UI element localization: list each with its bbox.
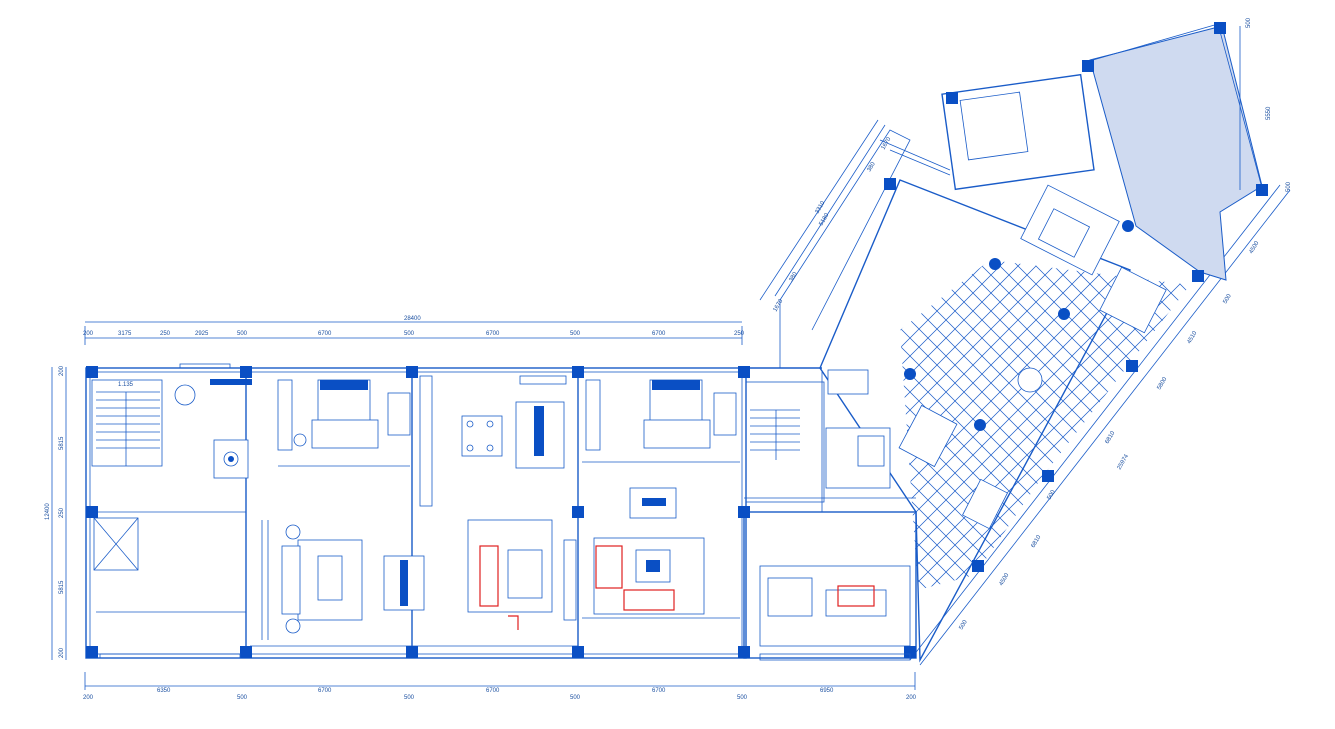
dim-upper-4: 380 bbox=[867, 161, 878, 173]
dim-upper-5: 1670 bbox=[881, 136, 893, 151]
overall-dim: 28400 bbox=[404, 316, 421, 322]
stair-left bbox=[96, 391, 160, 466]
tile-line bbox=[900, 260, 1031, 590]
dim-top-7: 6700 bbox=[486, 331, 500, 337]
dim-left-0: 200 bbox=[59, 365, 65, 376]
tile-line bbox=[969, 260, 1190, 590]
dim-diag-3: 5800 bbox=[1157, 376, 1169, 391]
tile-line bbox=[1240, 200, 1335, 620]
tile-line bbox=[900, 260, 1049, 590]
tile-line bbox=[1312, 200, 1335, 620]
tile-line bbox=[1294, 200, 1335, 620]
tile-line bbox=[1330, 200, 1335, 620]
tile-line bbox=[1149, 260, 1190, 590]
tile-line bbox=[900, 260, 1190, 590]
red-accent-marks bbox=[479, 545, 875, 630]
dim-diag-5: 25974 bbox=[1117, 453, 1131, 471]
dim-tower-1: 5550 bbox=[1266, 106, 1272, 120]
dim-left-1: 5815 bbox=[59, 436, 65, 450]
structural-columns bbox=[86, 22, 1268, 658]
tile-line bbox=[900, 260, 1085, 590]
dim-bottom-3: 6700 bbox=[318, 688, 332, 694]
dim-tower-0: 500 bbox=[1246, 17, 1252, 28]
bottom-dimension-chain: 200 6350 500 6700 500 6700 500 6700 500 … bbox=[83, 672, 917, 701]
dim-top-3: 2925 bbox=[195, 331, 209, 337]
tile-line bbox=[1294, 200, 1335, 620]
dim-bottom-2: 500 bbox=[237, 695, 248, 701]
dim-top-10: 250 bbox=[734, 331, 745, 337]
dim-diag-6: 500 bbox=[1047, 489, 1058, 501]
tile-line bbox=[900, 260, 1103, 590]
dim-top-8: 500 bbox=[570, 331, 581, 337]
tile-line bbox=[1240, 200, 1335, 620]
dim-bottom-9: 6950 bbox=[820, 688, 834, 694]
tile-line bbox=[1149, 260, 1190, 590]
dim-bottom-6: 500 bbox=[570, 695, 581, 701]
dim-top-5: 6700 bbox=[318, 331, 332, 337]
dim-bottom-0: 200 bbox=[83, 695, 94, 701]
dim-bottom-1: 6350 bbox=[157, 688, 171, 694]
angled-wing-walls bbox=[759, 23, 1291, 666]
tile-line bbox=[900, 260, 995, 590]
dim-left-2: 250 bbox=[59, 507, 65, 518]
tile-line bbox=[900, 260, 1067, 590]
stair-label: 1.135 bbox=[118, 382, 134, 388]
tile-line bbox=[1312, 200, 1335, 620]
tile-line bbox=[969, 260, 1190, 590]
tile-line bbox=[1222, 200, 1335, 620]
tile-line bbox=[1276, 200, 1335, 620]
tile-line bbox=[1330, 200, 1335, 620]
tile-line bbox=[16, 200, 436, 620]
dim-bottom-8: 500 bbox=[737, 695, 748, 701]
window-strips bbox=[99, 363, 911, 661]
tile-line bbox=[987, 260, 1190, 590]
tile-line bbox=[1258, 200, 1335, 620]
dim-diag-8: 4500 bbox=[999, 572, 1011, 587]
dim-left-4: 200 bbox=[59, 647, 65, 658]
tile-line bbox=[951, 260, 1190, 590]
dim-upper-1: 380 bbox=[789, 271, 800, 283]
tile-line bbox=[900, 260, 1190, 590]
tile-line bbox=[951, 260, 1190, 590]
dim-top-9: 6700 bbox=[652, 331, 666, 337]
dim-bottom-10: 200 bbox=[906, 695, 917, 701]
dim-left-3: 5815 bbox=[59, 580, 65, 594]
tile-line bbox=[987, 260, 1190, 590]
dim-diag-1: 500 bbox=[1223, 293, 1234, 305]
tile-line bbox=[900, 260, 1190, 590]
dim-diag-2: 4510 bbox=[1187, 330, 1199, 345]
furniture bbox=[174, 184, 1167, 634]
tile-line bbox=[900, 260, 1103, 590]
top-dimension-chain: 28400 200 3175 250 2925 500 6700 500 670… bbox=[83, 316, 745, 345]
dim-top-1: 3175 bbox=[118, 331, 132, 337]
dim-bottom-5: 6700 bbox=[486, 688, 500, 694]
dim-left-total: 12400 bbox=[45, 503, 51, 520]
dim-top-6: 500 bbox=[404, 331, 415, 337]
dim-top-2: 250 bbox=[160, 331, 171, 337]
tile-line bbox=[900, 260, 1049, 590]
tile-line bbox=[900, 260, 1013, 590]
tile-line bbox=[1258, 200, 1335, 620]
dim-diag-7: 6810 bbox=[1031, 534, 1043, 549]
dim-diag-9: 500 bbox=[959, 619, 970, 631]
dim-tower-2: 500 bbox=[1286, 181, 1292, 192]
dim-bottom-4: 500 bbox=[404, 695, 415, 701]
dim-bottom-7: 6700 bbox=[652, 688, 666, 694]
tile-line bbox=[1276, 200, 1335, 620]
dim-top-0: 200 bbox=[83, 331, 94, 337]
dim-diag-4: 6810 bbox=[1105, 430, 1117, 445]
dim-top-4: 500 bbox=[237, 331, 248, 337]
tile-line bbox=[900, 260, 1190, 590]
tile-line bbox=[1222, 200, 1335, 620]
dim-diag-0: 4500 bbox=[1249, 240, 1261, 255]
dim-upper-0: 1670 bbox=[773, 298, 785, 313]
left-dimension-chain: 12400 200 5815 250 5815 200 bbox=[45, 365, 67, 660]
tile-line bbox=[915, 260, 1190, 590]
